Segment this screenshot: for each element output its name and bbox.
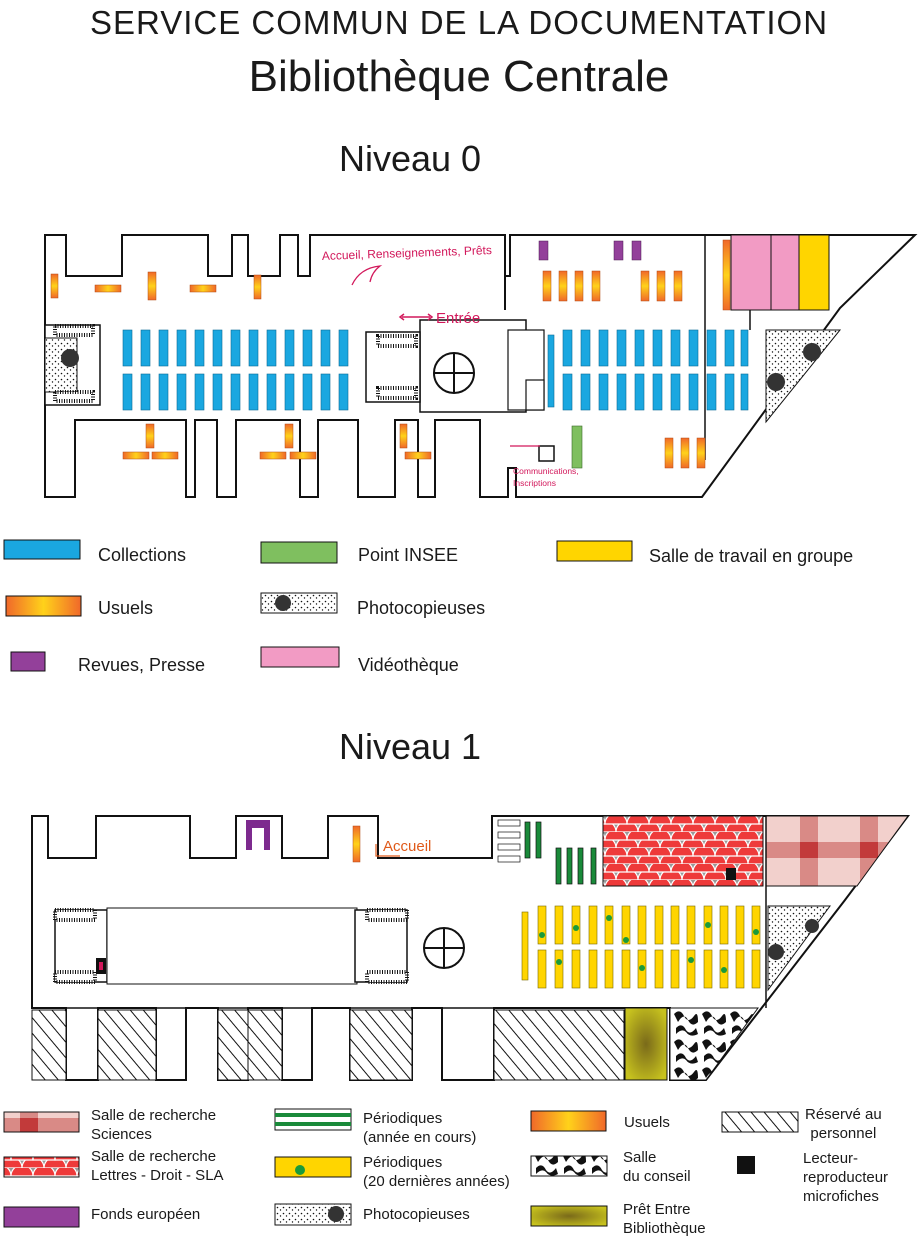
legend-insee-swatch	[260, 541, 338, 564]
legend-lecteur-line3: microfiches	[803, 1188, 879, 1205]
legend-lettres-line2: Lettres - Droit - SLA	[91, 1167, 224, 1184]
legend-periodiques-label: Périodiques (année en cours)	[363, 1109, 476, 1147]
legend-video-label: Vidéothèque	[358, 655, 459, 675]
level0-plan	[44, 234, 918, 498]
level0-legend-swatches	[3, 539, 633, 672]
legend-conseil-label: Salle du conseil	[623, 1148, 691, 1186]
service-title: SERVICE COMMUN DE LA DOCUMENTATION	[89, 4, 829, 41]
legend-sciences-line1: Salle de recherche	[91, 1107, 217, 1124]
level0-inscriptions-label: Inscriptions	[513, 478, 556, 488]
legend-lettres-line1: Salle de recherche	[91, 1148, 217, 1165]
legend-periodiques20-line2: (20 dernières années)	[363, 1173, 510, 1190]
legend-periodiques20-line1: Périodiques	[363, 1154, 443, 1171]
legend-peb-swatch	[530, 1205, 608, 1227]
legend-periodiques20-swatch	[274, 1156, 352, 1178]
legend-peb-line1: Prêt Entre	[623, 1201, 691, 1218]
legend-lettres-swatch	[3, 1156, 80, 1178]
level0-accueil-label: Accueil, Renseignements, Prêts	[322, 243, 492, 263]
legend-revues-swatch	[10, 651, 46, 672]
legend-peb-label: Prêt Entre Bibliothèque	[623, 1200, 706, 1238]
legend-lecteur-line1: Lecteur-	[803, 1150, 859, 1167]
legend-periodiques20-label: Périodiques (20 dernières années)	[363, 1153, 510, 1191]
level1-legend-swatches	[3, 1108, 799, 1228]
legend-fonds-swatch	[3, 1206, 80, 1228]
legend-sciences-swatch	[3, 1111, 80, 1133]
legend-photocopieuses1-swatch	[274, 1203, 352, 1226]
legend-photocopieuses1-label: Photocopieuses	[363, 1206, 470, 1223]
legend-groupe-label: Salle de travail en groupe	[649, 546, 854, 566]
legend-conseil-line1: Salle	[623, 1149, 657, 1166]
level0-communications-label: Communications,	[513, 466, 579, 476]
level0-entree-label: Entrée	[436, 310, 480, 327]
legend-usuels-label: Usuels	[98, 598, 154, 618]
legend-collections-swatch	[3, 539, 81, 560]
legend-reserve-swatch	[721, 1111, 799, 1133]
level1-plan	[31, 815, 910, 1081]
legend-peb-line2: Bibliothèque	[623, 1220, 706, 1237]
legend-reserve-line2: personnel	[810, 1125, 877, 1142]
legend-sciences-label: Salle de recherche Sciences	[91, 1106, 216, 1144]
level0-title: Niveau 0	[338, 138, 482, 179]
legend-groupe-swatch	[556, 540, 633, 562]
legend-video-swatch	[260, 646, 340, 668]
legend-reserve-label: Réservé au personnel	[805, 1105, 882, 1143]
legend-photocopieuses-swatch	[260, 592, 338, 614]
legend-conseil-swatch	[530, 1155, 608, 1177]
legend-usuels-swatch	[5, 595, 82, 617]
legend-reserve-line1: Réservé au	[805, 1106, 882, 1123]
level1-title: Niveau 1	[338, 726, 482, 767]
legend-lecteur-label: Lecteur- reproducteur microfiches	[803, 1149, 888, 1206]
level1-accueil-label: Accueil	[383, 838, 431, 855]
legend-sciences-line2: Sciences	[91, 1126, 152, 1143]
legend-lecteur-line2: reproducteur	[803, 1169, 889, 1186]
legend-fonds-label: Fonds européen	[91, 1206, 201, 1223]
legend-conseil-line2: du conseil	[623, 1168, 691, 1185]
legend-photocopieuses-label: Photocopieuses	[357, 598, 486, 618]
legend-revues-label: Revues, Presse	[78, 655, 206, 675]
legend-periodiques-line1: Périodiques	[363, 1110, 443, 1127]
legend-lettres-label: Salle de recherche Lettres - Droit - SLA	[91, 1147, 224, 1185]
legend-periodiques-swatch	[274, 1108, 352, 1131]
legend-periodiques-line2: (année en cours)	[363, 1129, 477, 1146]
legend-usuels1-label: Usuels	[624, 1114, 670, 1131]
legend-collections-label: Collections	[98, 545, 187, 565]
legend-lecteur-swatch	[737, 1156, 755, 1174]
library-title: Bibliothèque Centrale	[248, 52, 670, 101]
legend-photocopieuses-mark	[275, 595, 291, 611]
legend-usuels1-swatch	[530, 1110, 607, 1132]
legend-insee-label: Point INSEE	[358, 545, 459, 565]
